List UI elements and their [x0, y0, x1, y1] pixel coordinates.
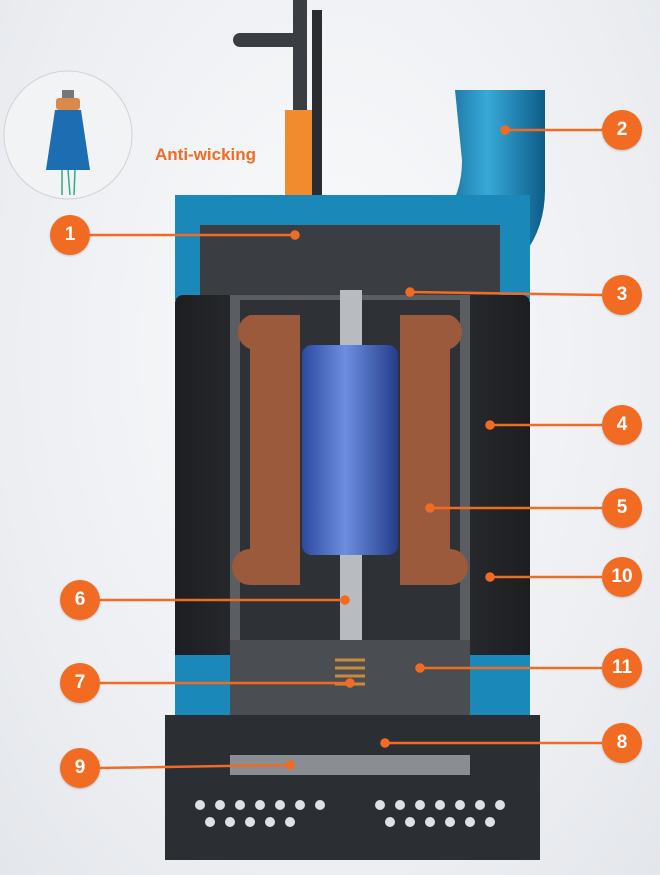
leader-lines — [90, 125, 603, 770]
callout-8: 8 — [602, 723, 642, 763]
callout-4: 4 — [602, 405, 642, 445]
callout-2: 2 — [602, 110, 642, 150]
callout-5: 5 — [602, 488, 642, 528]
callout-3: 3 — [602, 275, 642, 315]
callout-1: 1 — [50, 215, 90, 255]
anti-wicking-inset — [3, 70, 133, 200]
callout-11: 11 — [602, 648, 642, 688]
callout-9: 9 — [60, 748, 100, 788]
callout-6: 6 — [60, 580, 100, 620]
callout-10: 10 — [602, 557, 642, 597]
callout-7: 7 — [60, 663, 100, 703]
stator — [232, 315, 468, 585]
rotor — [302, 345, 398, 555]
anti-wicking-label: Anti-wicking — [155, 145, 257, 164]
strainer — [165, 715, 540, 860]
